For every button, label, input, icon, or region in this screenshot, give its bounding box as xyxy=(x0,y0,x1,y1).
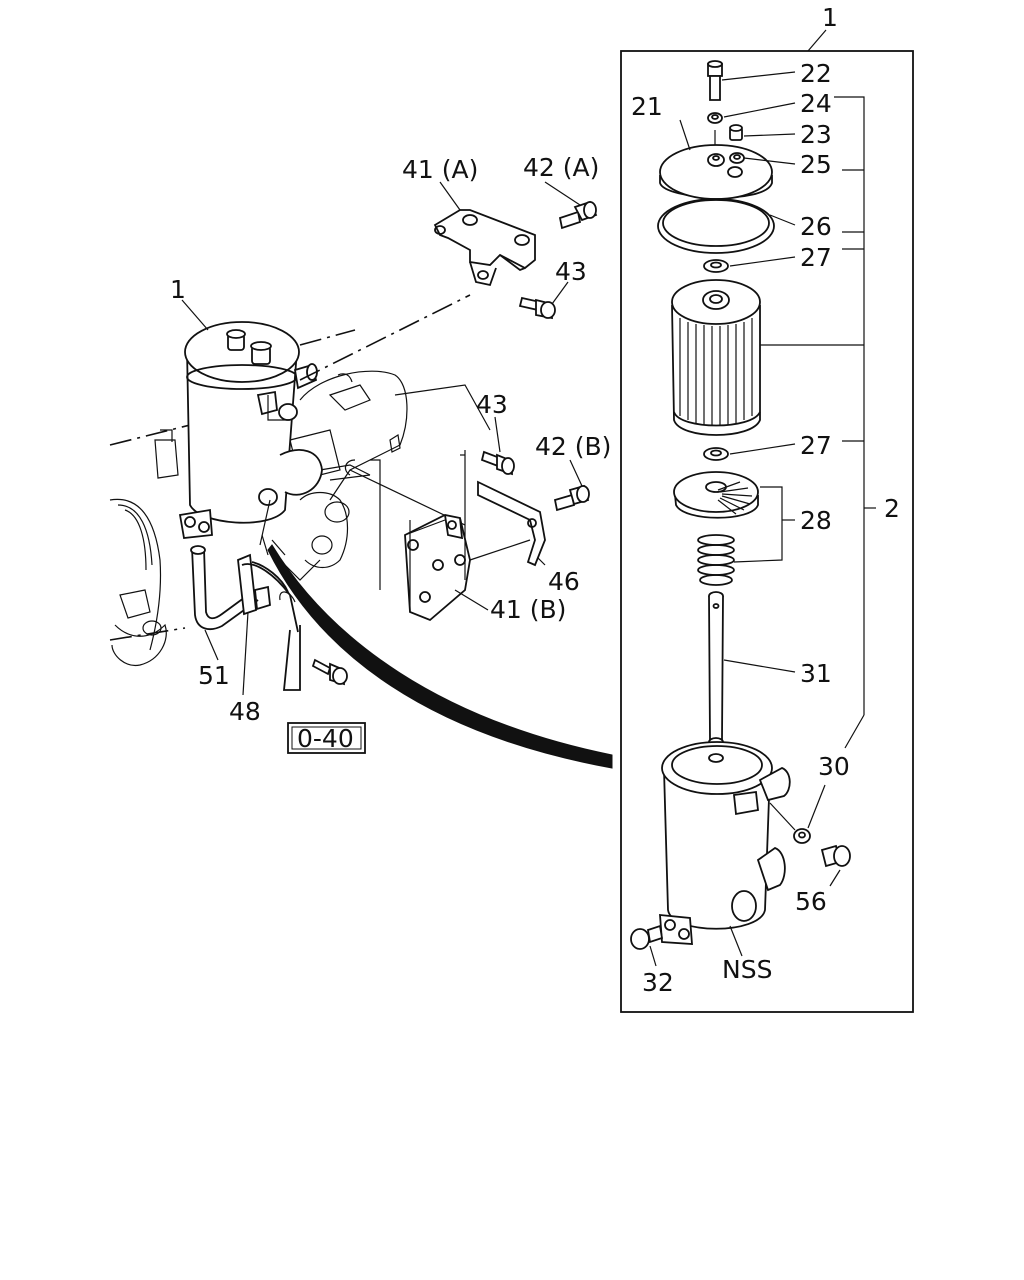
label-27-lower: 27 xyxy=(800,431,832,460)
label-51: 51 xyxy=(198,661,230,690)
label-26: 26 xyxy=(800,212,832,241)
fuel-pipe-and-hose xyxy=(190,499,301,691)
label-24: 24 xyxy=(800,89,832,118)
label-56: 56 xyxy=(795,887,827,916)
part-56-drain-plug xyxy=(820,844,851,868)
label-nss: NSS xyxy=(722,955,772,984)
engine-block-background xyxy=(109,329,466,667)
part-21-cover xyxy=(659,144,773,200)
label-43-middle: 43 xyxy=(476,390,508,419)
bolt-43-upper xyxy=(518,296,556,320)
part-28-valve-seat xyxy=(673,471,759,519)
part-32-plug xyxy=(630,924,664,950)
part-26-o-ring xyxy=(657,198,775,254)
reference-box-0-40[interactable]: 0-40 xyxy=(287,722,366,754)
bracket-41a xyxy=(433,209,536,287)
leader-lines-left xyxy=(181,181,583,696)
alignment-lines-left xyxy=(267,294,531,612)
label-32: 32 xyxy=(642,968,674,997)
part-22-bolt xyxy=(707,60,723,101)
label-27-upper: 27 xyxy=(800,243,832,272)
part-30-washer xyxy=(793,828,811,844)
label-42b: 42 (B) xyxy=(535,432,611,461)
label-41b: 41 (B) xyxy=(490,595,566,624)
part-27-washer-lower xyxy=(703,447,729,461)
bracket-46 xyxy=(477,480,546,567)
part-31-center-rod xyxy=(708,591,724,747)
label-30: 30 xyxy=(818,752,850,781)
label-28: 28 xyxy=(800,506,832,535)
label-25: 25 xyxy=(800,150,832,179)
exploded-view-arrow xyxy=(267,544,613,769)
exploded-view-frame xyxy=(620,50,914,1013)
label-2: 2 xyxy=(884,494,900,523)
label-21: 21 xyxy=(631,92,663,121)
leader-lines-right xyxy=(649,29,876,967)
bolt-42a xyxy=(558,200,598,230)
reference-box-label: 0-40 xyxy=(297,724,354,753)
filter-element xyxy=(671,279,761,436)
filter-housing xyxy=(659,741,791,945)
part-23-bolt xyxy=(729,124,743,141)
label-41a: 41 (A) xyxy=(402,155,478,184)
label-48: 48 xyxy=(229,697,261,726)
label-43-upper: 43 xyxy=(555,257,587,286)
fitting-screw xyxy=(311,658,348,686)
label-assembly-1-left: 1 xyxy=(170,275,186,304)
label-22: 22 xyxy=(800,59,832,88)
bolt-42b xyxy=(553,484,590,512)
label-42a: 42 (A) xyxy=(523,153,599,182)
part-27-washer-upper xyxy=(703,259,729,273)
label-assembly-1-top: 1 xyxy=(822,3,838,32)
label-31: 31 xyxy=(800,659,832,688)
part-24-washer xyxy=(707,112,723,124)
label-46: 46 xyxy=(548,567,580,596)
filter-assembly-installed xyxy=(178,321,323,539)
part-28-spring xyxy=(697,534,735,586)
bolt-43-middle xyxy=(480,450,515,476)
label-23: 23 xyxy=(800,120,832,149)
